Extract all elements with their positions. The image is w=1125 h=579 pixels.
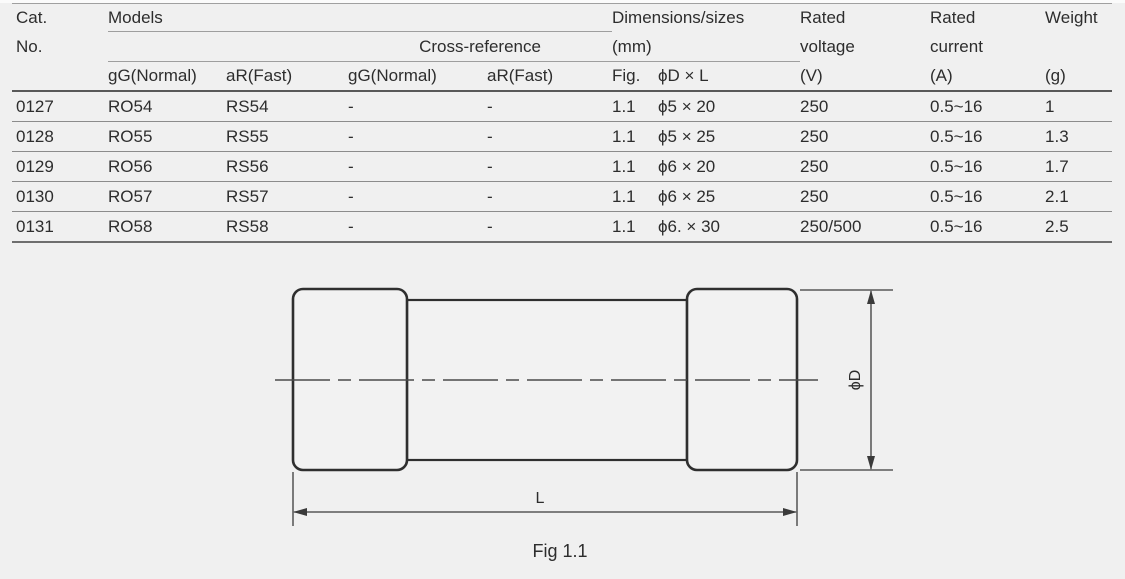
length-arrow-right bbox=[783, 508, 797, 516]
cell-current: 0.5~16 bbox=[930, 92, 1046, 122]
cell-xref-gg: - bbox=[348, 92, 487, 122]
cell-current: 0.5~16 bbox=[930, 122, 1046, 152]
header-weight-spacer bbox=[1045, 32, 1112, 62]
subheader-ar-fast-models: aR(Fast) bbox=[226, 62, 348, 92]
header-rated-voltage: Rated bbox=[800, 8, 846, 27]
cell-dxl: ϕ5 × 20 bbox=[658, 92, 801, 122]
diameter-arrow-up bbox=[867, 290, 875, 304]
header-models-spacer bbox=[108, 32, 348, 62]
cell-dxl: ϕ6 × 25 bbox=[658, 182, 801, 212]
cell-cat-no: 0131 bbox=[12, 212, 108, 243]
cell-model-ar: RS58 bbox=[226, 212, 348, 243]
cell-dxl: ϕ6. × 30 bbox=[658, 212, 801, 243]
subheader-fig: Fig. bbox=[612, 62, 658, 92]
cell-model-ar: RS54 bbox=[226, 92, 348, 122]
cell-voltage: 250 bbox=[800, 152, 931, 182]
cell-fig: 1.1 bbox=[612, 92, 658, 122]
header-voltage-unit: (V) bbox=[800, 62, 931, 92]
cell-voltage: 250 bbox=[800, 92, 931, 122]
cell-cat-no: 0130 bbox=[12, 182, 108, 212]
cell-dxl: ϕ6 × 20 bbox=[658, 152, 801, 182]
cell-cat-no: 0127 bbox=[12, 92, 108, 122]
header-dimensions-unit: (mm) bbox=[612, 32, 801, 62]
cell-xref-gg: - bbox=[348, 212, 487, 243]
header-current-unit: (A) bbox=[930, 62, 1046, 92]
header-models: Models bbox=[108, 4, 612, 32]
cell-xref-ar: - bbox=[487, 182, 612, 212]
header-weight: Weight bbox=[1045, 8, 1098, 27]
cell-model-ar: RS56 bbox=[226, 152, 348, 182]
cell-current: 0.5~16 bbox=[930, 152, 1046, 182]
page-top-margin bbox=[0, 0, 1125, 3]
cell-model-gg: RO57 bbox=[108, 182, 226, 212]
cell-model-gg: RO58 bbox=[108, 212, 226, 243]
header-rated-current: Rated bbox=[930, 8, 976, 27]
table-row: 0128 RO55 RS55 - - 1.1 ϕ5 × 25 250 0.5~1… bbox=[12, 122, 1113, 152]
subheader-dxl: ϕD × L bbox=[658, 62, 801, 92]
length-dimension bbox=[292, 472, 798, 526]
subheader-gg-normal-models: gG(Normal) bbox=[108, 62, 226, 92]
cell-voltage: 250 bbox=[800, 122, 931, 152]
subheader-cat-spacer bbox=[12, 62, 108, 92]
cell-cat-no: 0128 bbox=[12, 122, 108, 152]
cell-xref-gg: - bbox=[348, 122, 487, 152]
table-row: 0130 RO57 RS57 - - 1.1 ϕ6 × 25 250 0.5~1… bbox=[12, 182, 1113, 212]
header-current-word: current bbox=[930, 37, 983, 56]
cell-xref-gg: - bbox=[348, 152, 487, 182]
cell-cat-no: 0129 bbox=[12, 152, 108, 182]
cell-xref-gg: - bbox=[348, 182, 487, 212]
cell-fig: 1.1 bbox=[612, 182, 658, 212]
cell-current: 0.5~16 bbox=[930, 212, 1046, 243]
cell-weight: 2.5 bbox=[1045, 212, 1113, 243]
cell-weight: 1.7 bbox=[1045, 152, 1113, 182]
cell-weight: 2.1 bbox=[1045, 182, 1113, 212]
cell-model-gg: RO56 bbox=[108, 152, 226, 182]
header-cat: Cat. bbox=[16, 8, 48, 27]
cell-voltage: 250 bbox=[800, 182, 931, 212]
cell-model-ar: RS55 bbox=[226, 122, 348, 152]
figure-caption: Fig 1.1 bbox=[532, 541, 587, 561]
subheader-ar-fast-xref: aR(Fast) bbox=[487, 62, 612, 92]
table-row: 0129 RO56 RS56 - - 1.1 ϕ6 × 20 250 0.5~1… bbox=[12, 152, 1113, 182]
cell-xref-ar: - bbox=[487, 92, 612, 122]
header-dimensions: Dimensions/sizes bbox=[612, 8, 745, 27]
cell-weight: 1.3 bbox=[1045, 122, 1113, 152]
header-weight-unit: (g) bbox=[1045, 62, 1113, 92]
length-label: L bbox=[536, 490, 545, 507]
cell-fig: 1.1 bbox=[612, 152, 658, 182]
diameter-arrow-down bbox=[867, 456, 875, 470]
table-row: 0127 RO54 RS54 - - 1.1 ϕ5 × 20 250 0.5~1… bbox=[12, 92, 1113, 122]
fuse-figure: ϕD L Fig 1.1 bbox=[275, 287, 893, 561]
cell-xref-ar: - bbox=[487, 212, 612, 243]
cell-model-gg: RO54 bbox=[108, 92, 226, 122]
diameter-label: ϕD bbox=[847, 370, 864, 391]
diameter-dimension bbox=[800, 289, 893, 471]
cell-weight: 1 bbox=[1045, 92, 1113, 122]
cell-current: 0.5~16 bbox=[930, 182, 1046, 212]
subheader-gg-normal-xref: gG(Normal) bbox=[348, 62, 487, 92]
fuse-spec-table: Cat. Models Dimensions/sizes Rated Rated… bbox=[12, 3, 1113, 243]
cell-xref-ar: - bbox=[487, 122, 612, 152]
cell-fig: 1.1 bbox=[612, 122, 658, 152]
length-arrow-left bbox=[293, 508, 307, 516]
cell-voltage: 250/500 bbox=[800, 212, 931, 243]
cell-fig: 1.1 bbox=[612, 212, 658, 243]
cell-xref-ar: - bbox=[487, 152, 612, 182]
table-row: 0131 RO58 RS58 - - 1.1 ϕ6. × 30 250/500 … bbox=[12, 212, 1113, 243]
cell-model-gg: RO55 bbox=[108, 122, 226, 152]
cell-model-ar: RS57 bbox=[226, 182, 348, 212]
header-cross-reference: Cross-reference bbox=[348, 32, 612, 62]
cell-dxl: ϕ5 × 25 bbox=[658, 122, 801, 152]
header-voltage-word: voltage bbox=[800, 37, 855, 56]
header-cat-no: No. bbox=[16, 37, 43, 56]
